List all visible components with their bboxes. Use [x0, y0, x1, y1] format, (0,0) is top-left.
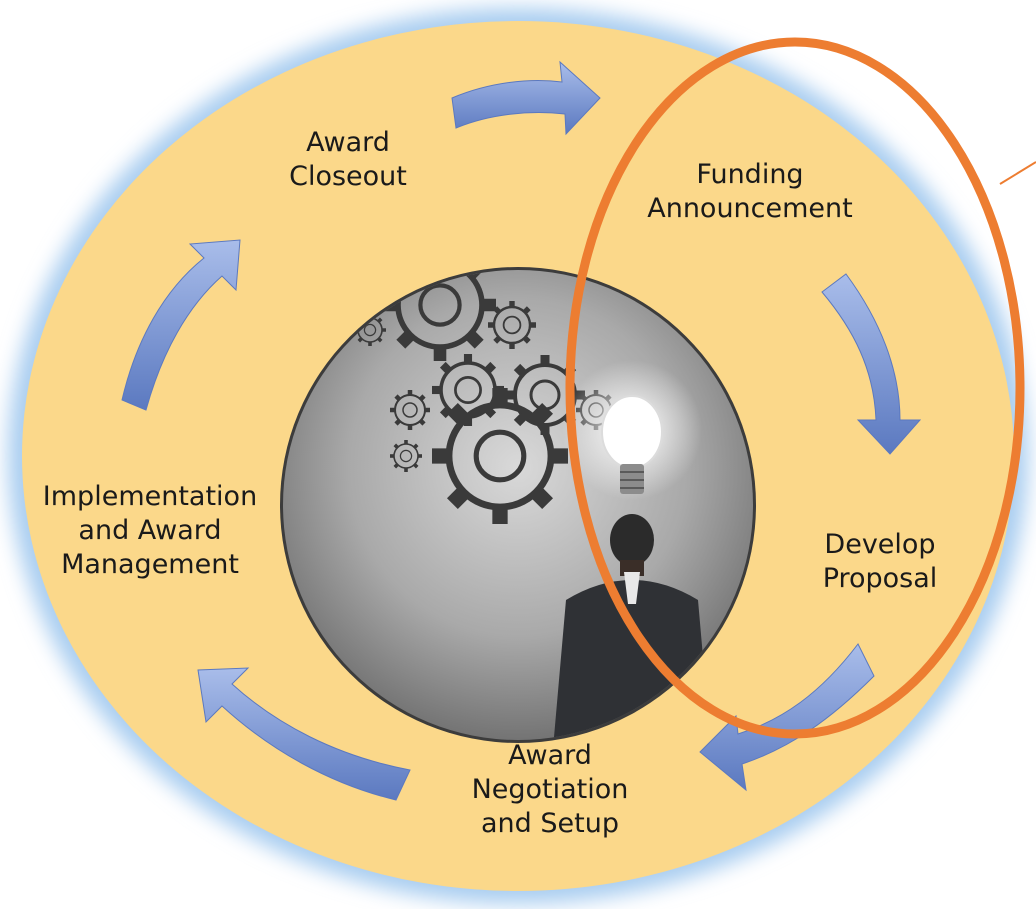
center-image [280, 267, 756, 743]
stage-label-closeout: Award Closeout [289, 127, 407, 192]
highlight-ellipse [565, 37, 1025, 739]
arrow-closeout-to-funding [451, 60, 601, 136]
arrow-funding-to-develop [821, 273, 922, 455]
stage-label-implementation: Implementation and Award Management [42, 481, 258, 580]
lightbulb-icon [562, 360, 702, 500]
stage-label-develop: Develop Proposal [822, 529, 938, 594]
arrow-negotiation-to-implementation [197, 667, 411, 801]
callout-line [999, 161, 1036, 185]
arrow-develop-to-negotiation [699, 643, 875, 792]
stage-label-funding: Funding Announcement [647, 159, 853, 224]
arrow-implementation-to-closeout [121, 239, 241, 411]
stage-label-negotiation: Award Negotiation and Setup [471, 740, 629, 839]
